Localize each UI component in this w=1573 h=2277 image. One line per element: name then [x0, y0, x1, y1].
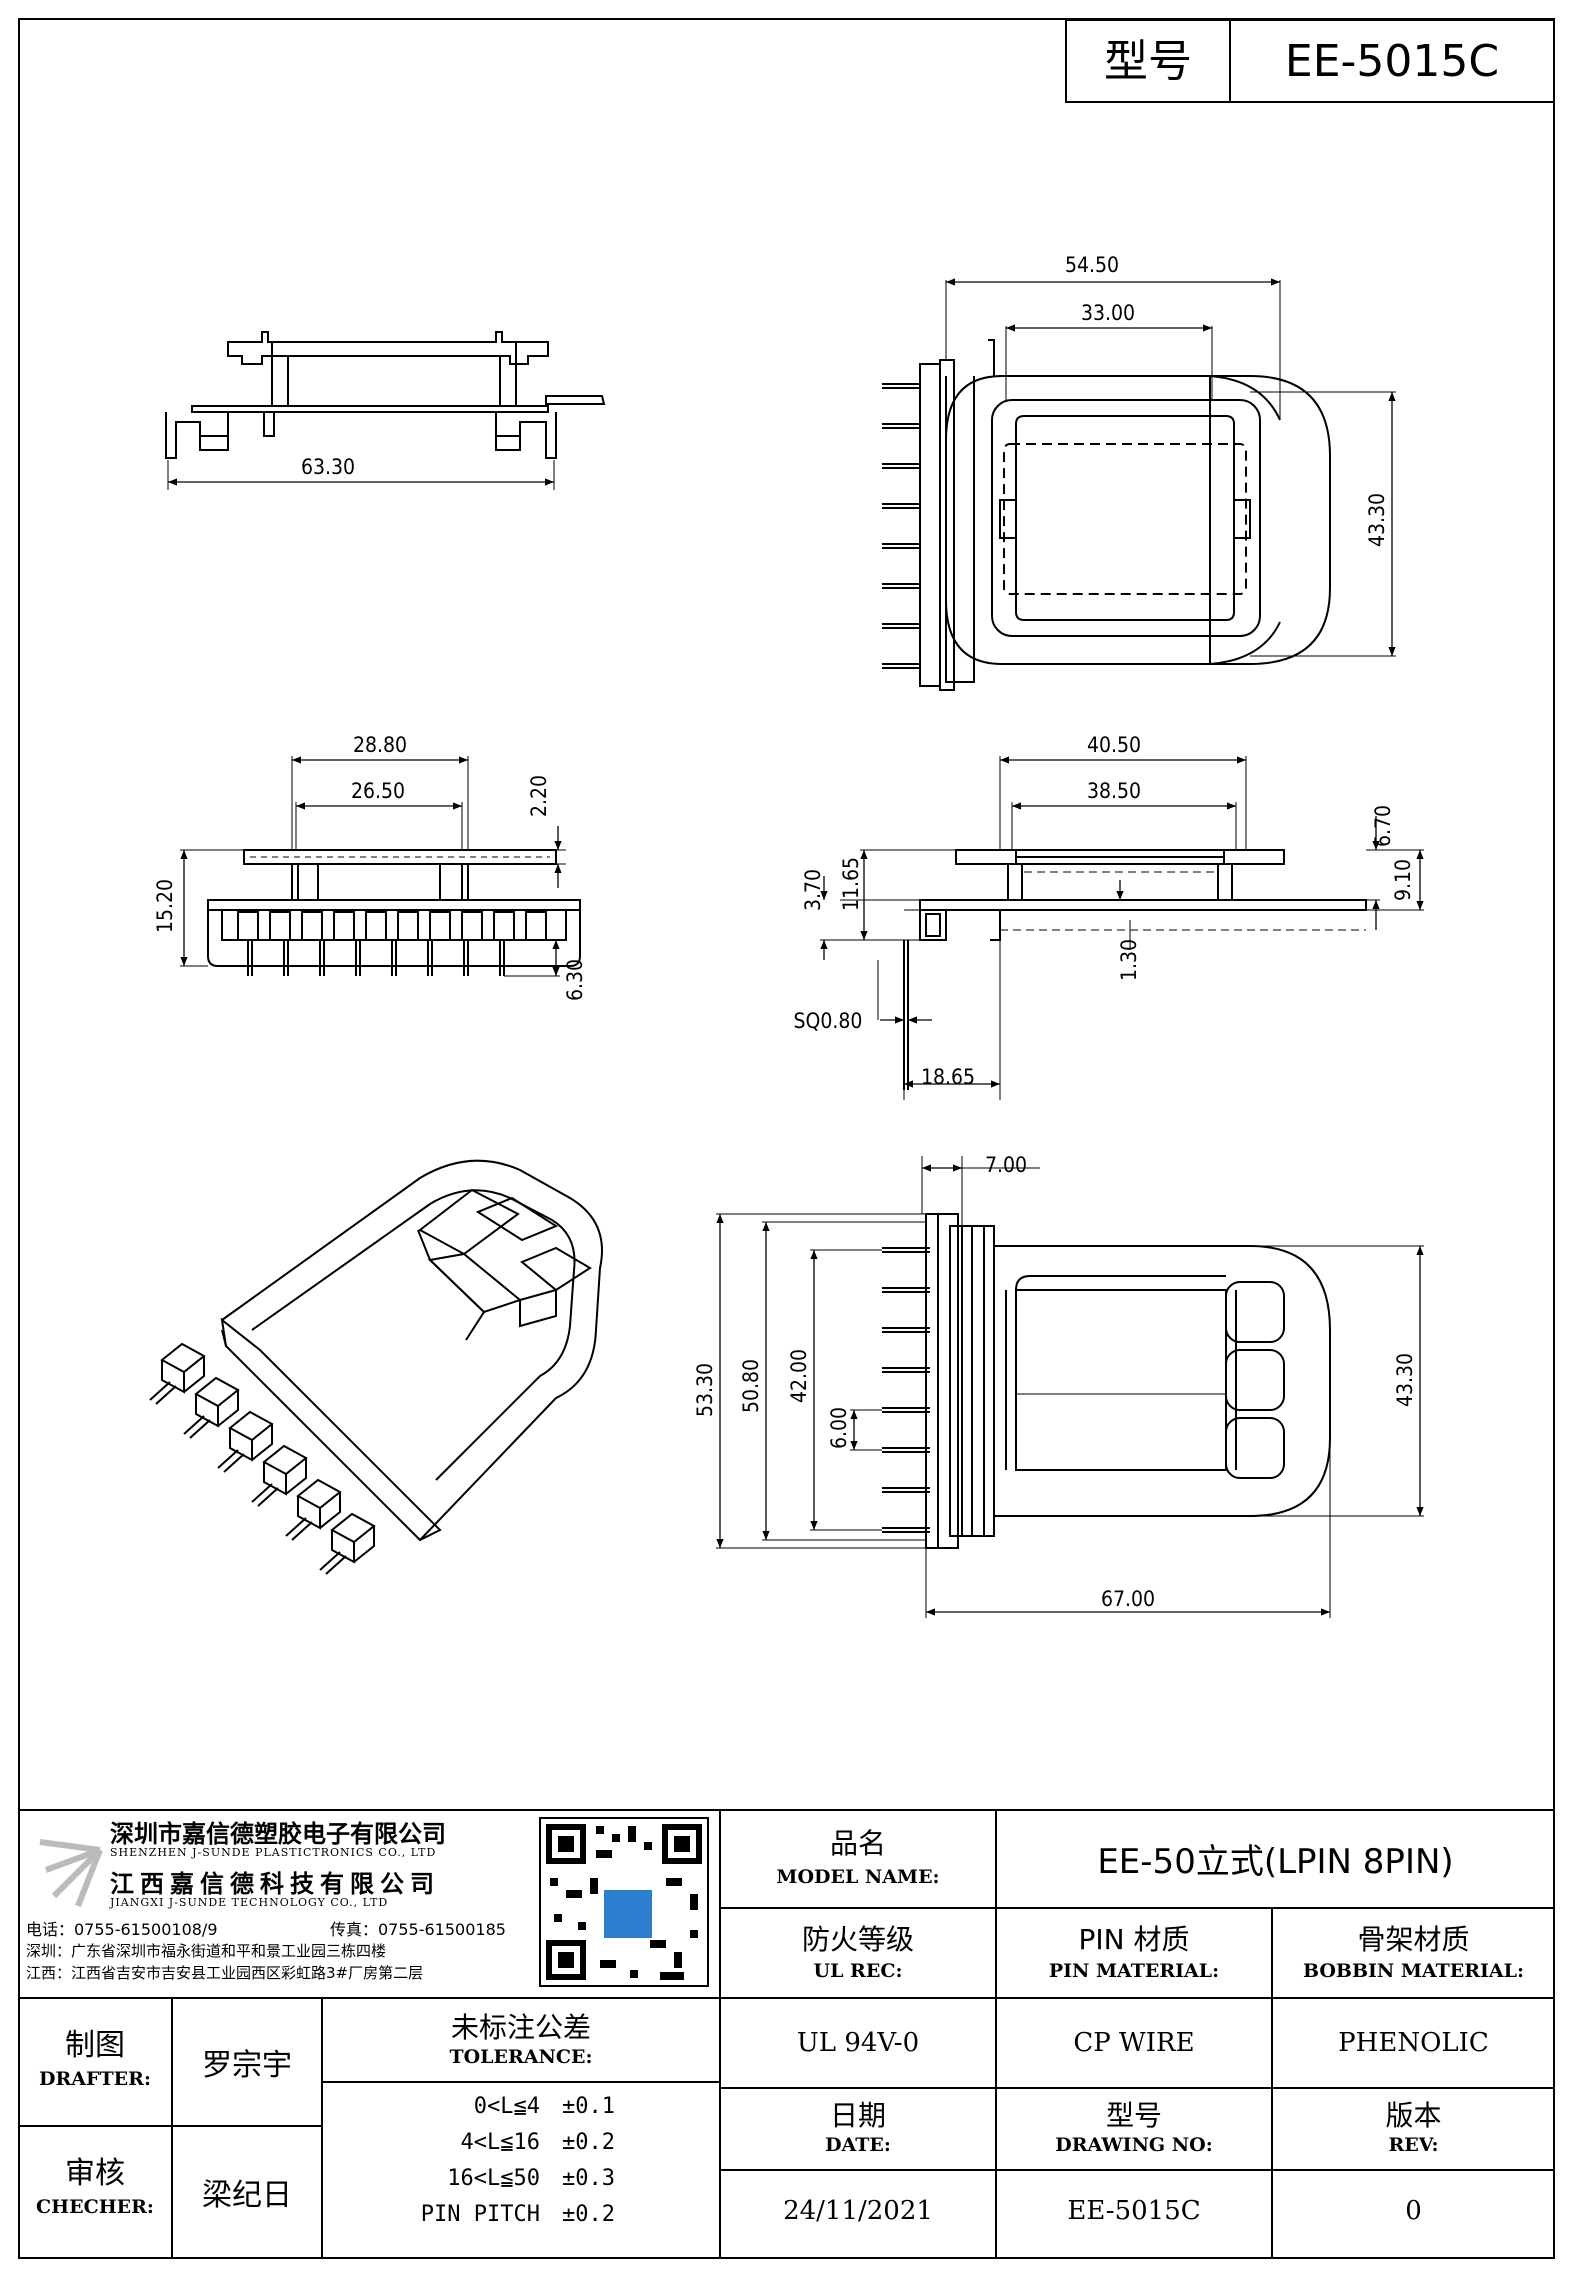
date-label-en: DATE:	[825, 2134, 891, 2156]
bobbin-material-label-en: BOBBIN MATERIAL:	[1302, 1960, 1525, 1982]
dim-j: 3.70	[801, 869, 825, 911]
view-front	[180, 756, 581, 977]
tolerance-range: 4<L≦16	[460, 2130, 540, 2155]
company-fax: 传真：0755-61500185	[330, 1920, 506, 1939]
drawing-no-label-en: DRAWING NO:	[1055, 2134, 1213, 2156]
tolerance-value: ±0.2	[562, 2202, 615, 2227]
company-address-shenzhen: 深圳：广东省深圳市福永街道和平和景工业园三栋四楼	[26, 1942, 387, 1960]
dim-e: 38.50	[1087, 779, 1141, 803]
view-isometric	[149, 1159, 603, 1575]
pin-material-value: CP WIRE	[1073, 2028, 1195, 2058]
dim-s: 67.00	[1101, 1587, 1155, 1611]
drafter-label-en: DRAFTER:	[39, 2068, 151, 2090]
drafter-label-cn: 制图	[65, 2028, 125, 2063]
tolerance-value: ±0.2	[562, 2130, 615, 2155]
drawing-sheet	[18, 18, 1555, 2259]
view-top	[882, 278, 1396, 691]
pins-bottom-view	[882, 1247, 930, 1533]
ul-label-cn: 防火等级	[801, 1923, 914, 1956]
iso-pin-blocks	[160, 1342, 376, 1564]
dim-m: 7.00	[985, 1153, 1027, 1177]
checker-name: 梁纪日	[202, 2178, 292, 2213]
tolerance-value: ±0.3	[562, 2166, 615, 2191]
company-logo	[39, 1839, 103, 1908]
dim-p: 42.00	[787, 1349, 811, 1403]
view-side-right	[820, 756, 1424, 1100]
model-name-label-en: MODEL NAME:	[776, 1866, 940, 1888]
dim-n: 53.30	[693, 1363, 717, 1417]
dim-g: 9.10	[1391, 859, 1415, 901]
rev-label-cn: 版本	[1385, 2099, 1442, 2132]
tolerance-range: 16<L≦50	[447, 2166, 540, 2191]
tolerance-row: 16<L≦50 ±0.3	[322, 2164, 720, 2202]
tolerance-row: 0<L≦4 ±0.1	[322, 2088, 720, 2126]
pin-material-label-en: PIN MATERIAL:	[1048, 1960, 1220, 1982]
dim-x: 6.30	[563, 959, 587, 1001]
date-label-cn: 日期	[829, 2099, 886, 2132]
tolerance-label-en: TOLERANCE:	[449, 2046, 593, 2068]
pins-top-view	[882, 383, 920, 669]
pin-blocks-front	[237, 911, 547, 941]
rev-label-en: REV:	[1388, 2134, 1439, 2156]
drafter-name: 罗宗宇	[202, 2048, 292, 2083]
company-phone: 电话：0755-61500108/9	[26, 1920, 218, 1939]
company-name-en-1: SHENZHEN J-SUNDE PLASTICTRONICS CO., LTD	[110, 1846, 437, 1859]
tolerance-range: 0<L≦4	[473, 2094, 540, 2119]
rev-value: 0	[1405, 2196, 1422, 2226]
tolerance-value: ±0.1	[562, 2094, 615, 2119]
dim-b: 33.00	[1081, 301, 1135, 325]
view-side-top	[165, 331, 606, 490]
dim-c: 43.30	[1365, 493, 1389, 547]
company-name-cn-1: 深圳市嘉信德塑胶电子有限公司	[110, 1820, 446, 1848]
qr-code	[539, 1817, 709, 1987]
ul-label-en: UL REC:	[813, 1960, 903, 1982]
company-name-en-2: JIANGXI J-SUNDE TECHNOLOGY CO., LTD	[110, 1896, 389, 1909]
dimension-labels: 63.30 54.50 33.00 43.30 28.80 26.50 2.20…	[153, 253, 1417, 1611]
dim-o: 50.80	[739, 1359, 763, 1413]
dim-q: 6.00	[827, 1407, 851, 1449]
checker-label-cn: 审核	[65, 2156, 125, 2191]
dim-l: 18.65	[921, 1065, 975, 1089]
model-name-label-cn: 品名	[829, 1827, 886, 1860]
dim-d: 40.50	[1087, 733, 1141, 757]
model-box-value: EE-5015C	[1284, 36, 1500, 87]
ul-value: UL 94V-0	[796, 2028, 920, 2058]
dim-k: SQ0.80	[794, 1009, 863, 1033]
dim-r: 43.30	[1393, 1353, 1417, 1407]
date-value: 24/11/2021	[783, 2196, 933, 2226]
model-box-label: 型号	[1104, 36, 1192, 87]
company-address-jiangxi: 江西：江西省吉安市吉安县工业园西区彩虹路3#厂房第二层	[26, 1964, 424, 1982]
tolerance-label-cn: 未标注公差	[450, 2011, 591, 2044]
view-bottom	[716, 1156, 1424, 1618]
tolerance-row: PIN PITCH ±0.2	[322, 2202, 720, 2240]
drawing-no-label-cn: 型号	[1105, 2099, 1162, 2132]
iso-pins	[149, 1381, 347, 1575]
model-box	[1065, 19, 1555, 103]
dim-v: 2.20	[527, 775, 551, 817]
dim-f: 6.70	[1371, 805, 1395, 847]
drawing-no-value: EE-5015C	[1067, 2196, 1201, 2226]
bobbin-material-value: PHENOLIC	[1338, 2028, 1489, 2058]
dim-u: 26.50	[351, 779, 405, 803]
title-block-grid	[18, 1809, 1555, 2259]
dim-a: 54.50	[1065, 253, 1119, 277]
tolerance-table: 0<L≦4 ±0.1 4<L≦16 ±0.2 16<L≦50 ±0.3 PIN …	[322, 2088, 720, 2240]
dim-h: 1.30	[1117, 939, 1141, 981]
model-name-value: EE-50立式(LPIN 8PIN)	[1097, 1842, 1454, 1882]
dim-63-30: 63.30	[301, 455, 355, 479]
checker-label-en: CHECHER:	[36, 2196, 154, 2218]
dim-t: 28.80	[353, 733, 407, 757]
tolerance-range: PIN PITCH	[420, 2202, 540, 2227]
bobbin-material-label-cn: 骨架材质	[1357, 1923, 1470, 1956]
dim-i: 11.65	[839, 857, 863, 911]
pin-material-label-cn: PIN 材质	[1078, 1923, 1190, 1956]
pins-front	[247, 940, 505, 976]
company-name-cn-2: 江西嘉信德科技有限公司	[110, 1870, 440, 1898]
tolerance-row: 4<L≦16 ±0.2	[322, 2126, 720, 2164]
dim-w: 15.20	[153, 879, 177, 933]
